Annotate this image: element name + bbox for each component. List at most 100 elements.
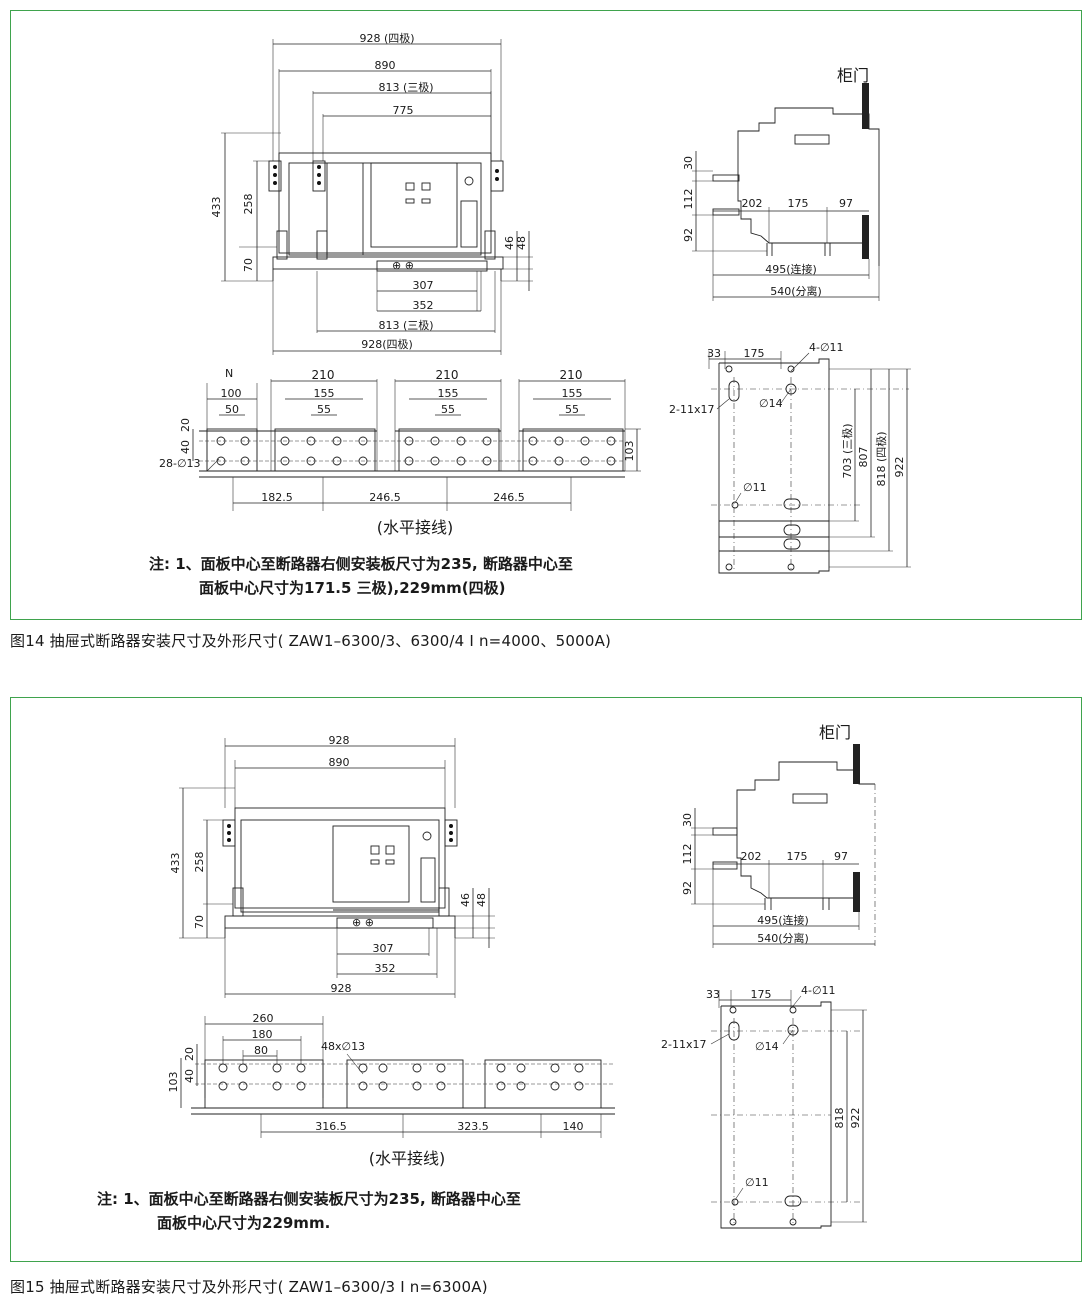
bb-dim-155-1: 155	[314, 387, 335, 400]
svg-text:⊕ ⊕: ⊕ ⊕	[392, 259, 414, 272]
mv-dim-33: 33	[706, 988, 720, 1001]
sv-dim-92: 92	[681, 881, 694, 895]
mv-dim-33: 33	[707, 347, 721, 360]
sv-dim-202: 202	[741, 850, 762, 863]
sv-dim-175: 175	[788, 197, 809, 210]
door-lower	[862, 215, 869, 259]
mv-dim-807: 807	[857, 447, 870, 468]
fv-dim-890: 890	[329, 756, 350, 769]
bb-dim-50: 50	[225, 403, 239, 416]
bb-dim-140: 140	[563, 1120, 584, 1133]
mv-dim-818: 818	[833, 1108, 846, 1129]
bb-dim-246.5-1: 246.5	[369, 491, 401, 504]
sv-dim-175: 175	[787, 850, 808, 863]
fv-dim-46: 46	[503, 236, 516, 250]
mv-dim-175: 175	[751, 988, 772, 1001]
sv-dim-495: 495(连接)	[765, 263, 817, 276]
fv-dim-46: 46	[459, 893, 472, 907]
fv-dim-48: 48	[475, 893, 488, 907]
mv-slot: 2-11x17	[669, 403, 714, 416]
cabinet-door-label: 柜门	[819, 723, 851, 742]
busbar-view: N 210 210 210 100 155 155 155 50 55 55 5…	[159, 367, 641, 537]
fv-dim-890: 890	[375, 59, 396, 72]
sv-dim-112: 112	[681, 844, 694, 865]
bb-dim-20: 20	[179, 418, 192, 432]
figure15-drawing: 928 890 ⊕ ⊕ 433 258 70 46 48 307	[97, 723, 876, 1232]
sv-dim-540: 540(分离)	[757, 931, 809, 945]
fv-dim-70: 70	[193, 915, 206, 929]
fv-dim-775: 775	[393, 104, 414, 117]
mv-d14: ∅14	[759, 397, 783, 410]
bb-dim-80: 80	[254, 1044, 268, 1057]
side-view: 柜门 30 112 92 202 175 97 495(连接) 540(分离)	[681, 723, 876, 948]
fv-dim-928b: 928	[331, 982, 352, 995]
fv-dim-258: 258	[242, 194, 255, 215]
mv-dim-175: 175	[744, 347, 765, 360]
bb-subtitle: (水平接线)	[369, 1149, 446, 1168]
side-view: 柜门 30 112 92 202 175 97 495(连接) 540(分离)	[682, 66, 880, 301]
bb-dim-20: 20	[183, 1047, 196, 1061]
bb-dim-210-1: 210	[312, 368, 335, 382]
bb-dim-103: 103	[623, 441, 636, 462]
sv-dim-92: 92	[682, 228, 695, 242]
mv-4d11: 4-∅11	[801, 984, 836, 997]
fv-dim-48: 48	[515, 236, 528, 250]
front-view: 928 (四极) 890 813 (三极) 775 ⊕ ⊕ 433	[210, 31, 533, 355]
sv-dim-495: 495(连接)	[757, 914, 809, 927]
bb-dim-260: 260	[253, 1012, 274, 1025]
bb-dim-40: 40	[179, 440, 192, 454]
bb-dim-55-1: 55	[317, 403, 331, 416]
bb-pole-N: N	[225, 367, 233, 380]
figure15-caption: 图15 抽屉式断路器安装尺寸及外形尺寸( ZAW1–6300/3 I n=630…	[10, 1278, 488, 1296]
sv-dim-30: 30	[681, 813, 694, 827]
fv-dim-258: 258	[193, 852, 206, 873]
cabinet-door-label: 柜门	[837, 66, 869, 85]
fv-dim-307: 307	[373, 942, 394, 955]
fv-dim-352: 352	[375, 962, 396, 975]
mv-dim-703: 703 (三极)	[840, 423, 854, 478]
note-line-2: 面板中心尺寸为171.5 三极),229mm(四极)	[199, 579, 506, 597]
bb-dim-40: 40	[183, 1069, 196, 1083]
mv-d14: ∅14	[755, 1040, 779, 1053]
sv-dim-97: 97	[834, 850, 848, 863]
bb-dim-103: 103	[167, 1072, 180, 1093]
note-line-1: 注: 1、面板中心至断路器右侧安装板尺寸为235, 断路器中心至	[149, 555, 573, 573]
front-view: 928 890 ⊕ ⊕ 433 258 70 46 48 307	[169, 734, 495, 998]
bb-dim-210-3: 210	[560, 368, 583, 382]
note-line-2: 面板中心尺寸为229mm.	[157, 1214, 330, 1232]
fv-dim-813: 813 (三极)	[378, 80, 433, 94]
mv-dim-922: 922	[893, 457, 906, 478]
mv-slot: 2-11x17	[661, 1038, 706, 1051]
mount-view: 33 175 4-∅11 2-11x17 ∅14 ∅11 818 922	[661, 984, 867, 1229]
sv-dim-30: 30	[682, 156, 695, 170]
mv-d11: ∅11	[743, 481, 767, 494]
bb-hole-label: 28-∅13	[159, 457, 201, 470]
bb-dim-100: 100	[221, 387, 242, 400]
bb-dim-180: 180	[252, 1028, 273, 1041]
door-upper	[862, 83, 869, 129]
mv-dim-922: 922	[849, 1108, 862, 1129]
fv-dim-433: 433	[210, 197, 223, 218]
fv-dim-433: 433	[169, 853, 182, 874]
sv-dim-112: 112	[682, 189, 695, 210]
fv-dim-352: 352	[413, 299, 434, 312]
mv-d11: ∅11	[745, 1176, 769, 1189]
figure14-drawing: 928 (四极) 890 813 (三极) 775 ⊕ ⊕ 433	[149, 31, 911, 597]
bb-subtitle: (水平接线)	[377, 518, 454, 537]
bb-dim-182.5: 182.5	[261, 491, 293, 504]
bb-dim-55-3: 55	[565, 403, 579, 416]
fv-dim-928: 928	[329, 734, 350, 747]
fv-dim-307: 307	[413, 279, 434, 292]
busbar-view: 260 180 80 48x∅13 20 40	[167, 1012, 615, 1168]
mount-view: 33 175 4-∅11 ∅14 2-11x17 ∅11 703 (三极)	[669, 341, 911, 574]
mv-4d11: 4-∅11	[809, 341, 844, 354]
bb-dim-55-2: 55	[441, 403, 455, 416]
svg-text:⊕ ⊕: ⊕ ⊕	[352, 916, 374, 929]
sv-dim-540: 540(分离)	[770, 284, 822, 298]
fv-dim-70: 70	[242, 258, 255, 272]
bb-dim-246.5-2: 246.5	[493, 491, 525, 504]
sv-dim-202: 202	[742, 197, 763, 210]
bb-dim-155-3: 155	[562, 387, 583, 400]
figure14-panel: 928 (四极) 890 813 (三极) 775 ⊕ ⊕ 433	[10, 10, 1082, 620]
note-line-1: 注: 1、面板中心至断路器右侧安装板尺寸为235, 断路器中心至	[97, 1190, 521, 1208]
